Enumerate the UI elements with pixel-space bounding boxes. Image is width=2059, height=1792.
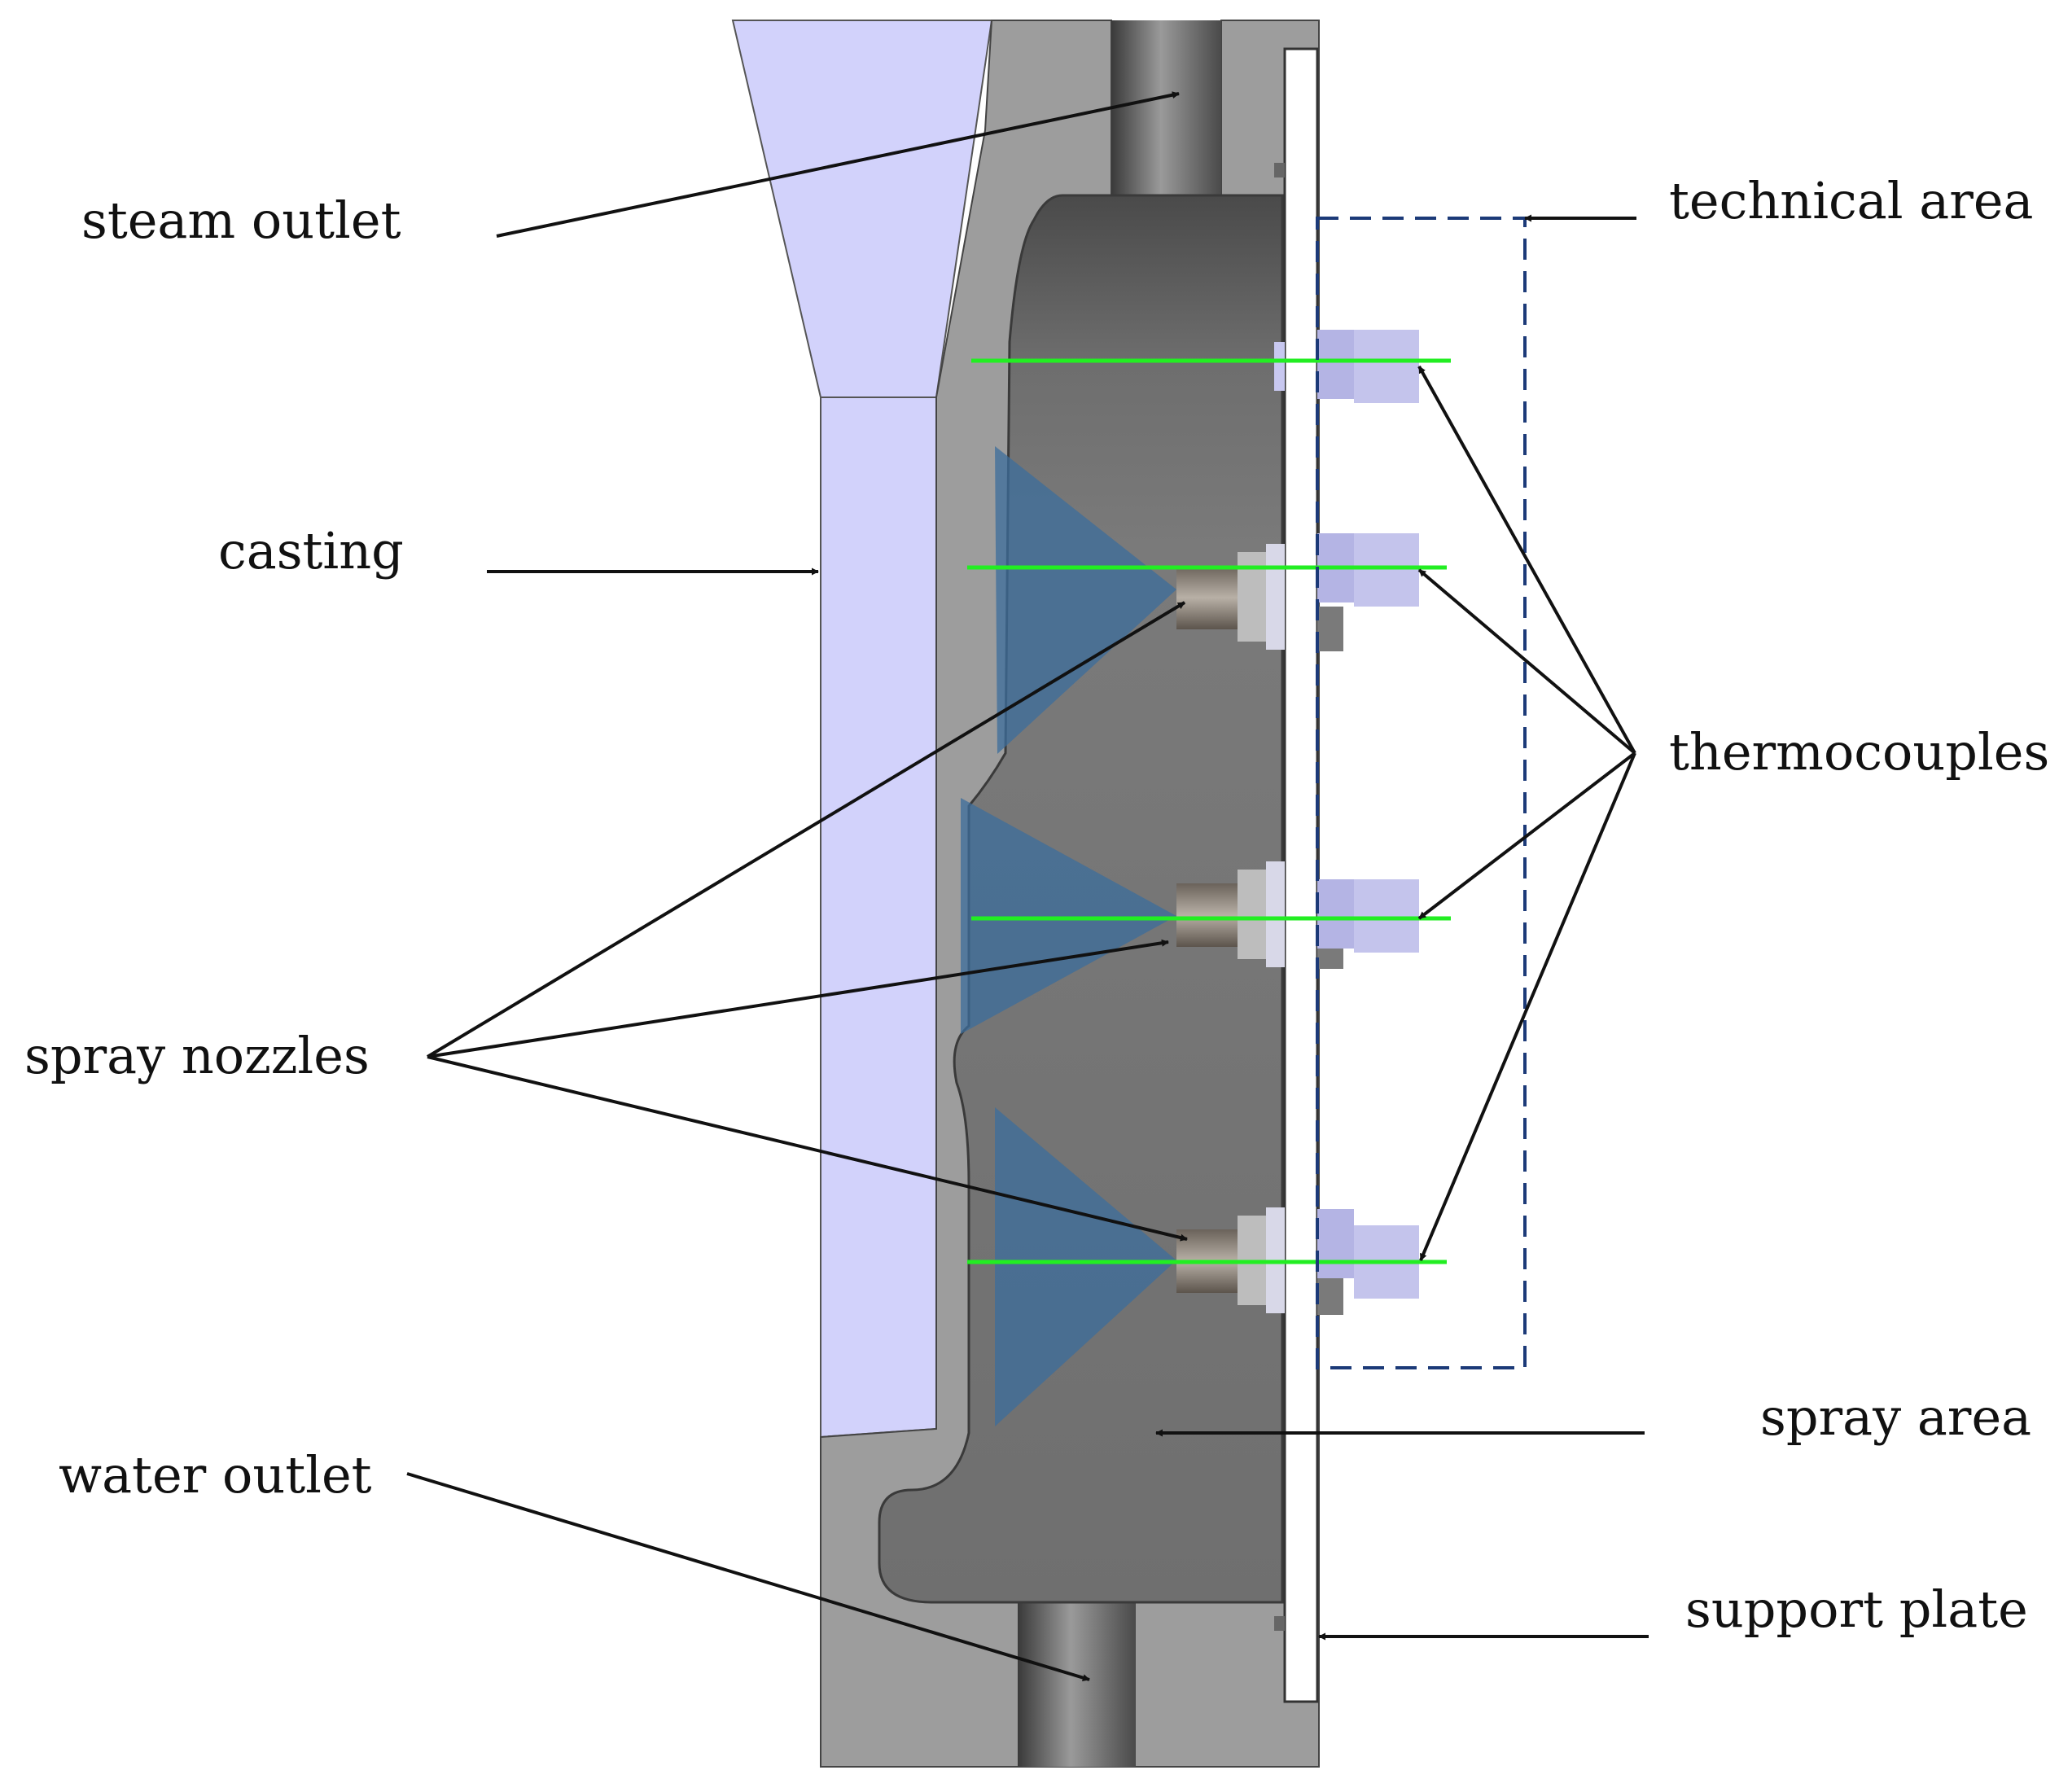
thermocouple-connector bbox=[1274, 330, 1419, 403]
label-spray-nozzles: spray nozzles bbox=[24, 1026, 370, 1085]
spray-cones bbox=[961, 446, 1176, 1426]
label-casting: casting bbox=[218, 521, 404, 581]
label-spray-area: spray area bbox=[1760, 1387, 2031, 1447]
spray-nozzle bbox=[1176, 861, 1343, 969]
label-support-plate: support plate bbox=[1685, 1580, 2028, 1639]
label-technical-area: technical area bbox=[1669, 171, 2034, 230]
thermocouple-connector bbox=[1317, 879, 1419, 953]
arrows bbox=[406, 91, 1649, 1681]
thermocouple-connector bbox=[1317, 533, 1419, 607]
technical-area-box bbox=[1316, 217, 1527, 1369]
support-plate bbox=[1274, 47, 1319, 1703]
label-water-outlet: water outlet bbox=[59, 1445, 372, 1505]
label-steam-outlet: steam outlet bbox=[81, 191, 401, 250]
spray-nozzle bbox=[1176, 544, 1343, 651]
label-thermocouples: thermocouples bbox=[1669, 722, 2049, 782]
casting-body bbox=[731, 20, 993, 1439]
